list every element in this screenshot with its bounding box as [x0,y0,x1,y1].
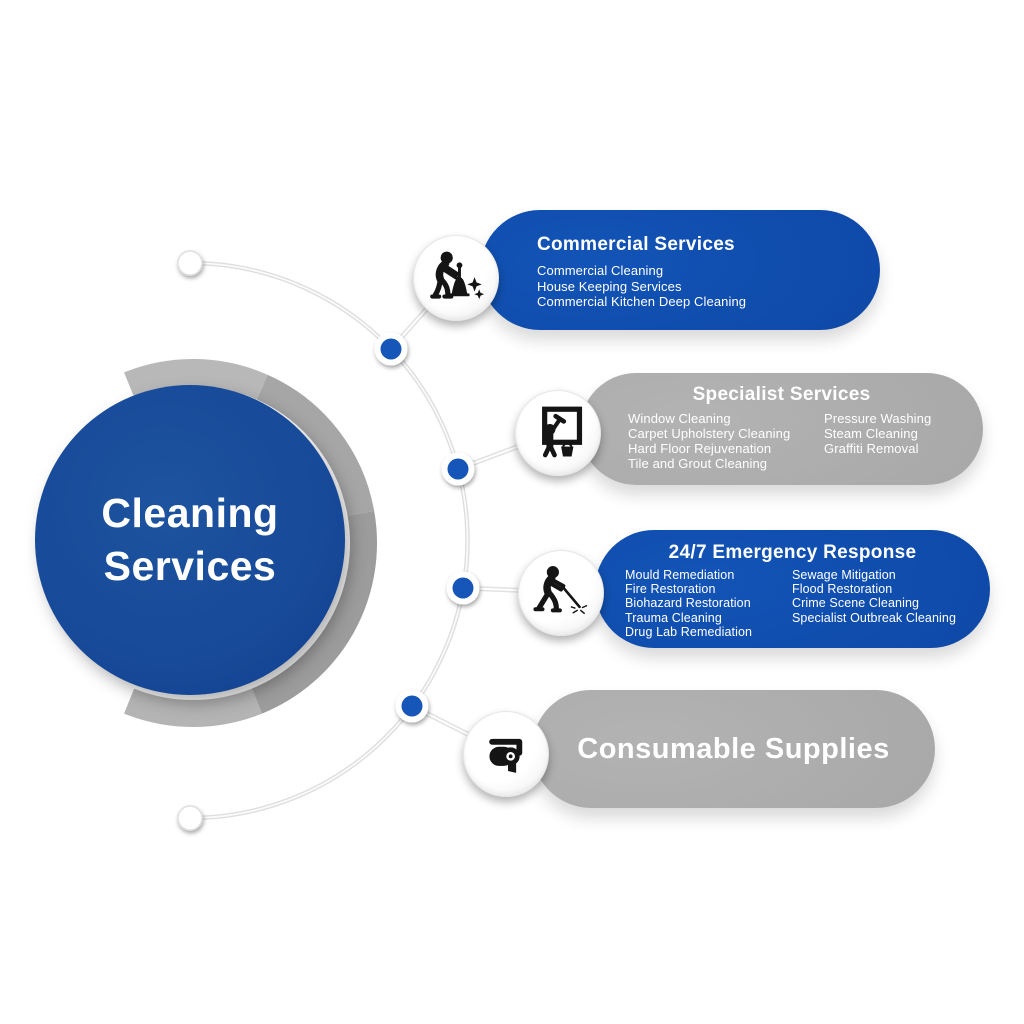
icon-circle-commercial [413,235,499,321]
branch-title: 24/7 Emergency Response [668,542,917,563]
branch-title: Specialist Services [692,384,871,405]
service-item: Mould Remediation [625,568,735,582]
title-line-1: Cleaning [101,490,279,536]
branch-node-1 [374,332,408,366]
service-item: Commercial Cleaning [537,263,664,278]
item-column-1: Mould Remediation Fire Restoration Bioha… [625,568,792,639]
arc-endpoint-top [177,250,203,276]
arc-endpoint-bottom [177,805,203,831]
pressure-washing-person-icon [533,566,588,615]
service-item: Flood Restoration [792,582,893,597]
branch-connector-lines [388,274,563,756]
service-item: Sewage Mitigation [792,568,896,582]
center-title-circle: Cleaning Services [35,385,345,695]
segmented-ring [124,358,377,727]
branch-item-list: Mould Remediation Fire Restoration Bioha… [625,568,956,639]
branch-item-list: Commercial Cleaning House Keeping Servic… [537,263,880,310]
window-cleaner-icon [542,406,583,458]
item-column-2: Sewage Mitigation Flood Restoration Crim… [792,568,956,639]
service-item: House Keeping Services [537,278,682,294]
icon-circle-consumables [463,711,549,797]
service-item: Trauma Cleaning [625,610,722,625]
branch-pill-commercial-services: Commercial Services Commercial Cleaning … [480,210,880,330]
toilet-paper-roll-icon [489,738,523,773]
branch-title: Commercial Services [537,234,735,255]
icon-circle-specialist [515,390,601,476]
branch-pill-specialist-services: Specialist Services Window Cleaning Carp… [580,373,983,485]
item-column-2: Pressure Washing Steam Cleaning Graffiti… [824,411,931,471]
main-arc [189,260,470,821]
branch-node-3 [446,571,480,605]
branch-node-4 [395,689,429,723]
branch-pill-consumable-supplies: Consumable Supplies [532,690,935,808]
service-item: Graffiti Removal [824,441,919,456]
service-item: Biohazard Restoration [625,596,751,611]
branch-node-2 [441,452,475,486]
service-item: Hard Floor Rejuvenation [628,441,772,456]
service-item: Fire Restoration [625,582,716,597]
icon-circle-emergency [518,550,604,636]
branch-item-list: Window Cleaning Carpet Upholstery Cleani… [628,411,931,471]
service-item: Commercial Kitchen Deep Cleaning [537,294,747,309]
service-item: Specialist Outbreak Cleaning [792,610,956,625]
service-item: Steam Cleaning [824,426,918,441]
item-column-1: Window Cleaning Carpet Upholstery Cleani… [628,411,824,471]
branch-pill-emergency-response: 24/7 Emergency Response Mould Remediatio… [595,530,990,648]
service-item: Crime Scene Cleaning [792,596,920,611]
service-item: Drug Lab Remediation [625,624,753,639]
service-item: Window Cleaning [628,411,731,426]
title-line-2: Services [103,543,277,589]
sweeping-person-icon [430,251,485,300]
service-item: Tile and Grout Cleaning [628,456,768,471]
branch-title: Consumable Supplies [577,732,890,765]
service-item: Carpet Upholstery Cleaning [628,426,791,441]
service-item: Pressure Washing [824,411,932,426]
